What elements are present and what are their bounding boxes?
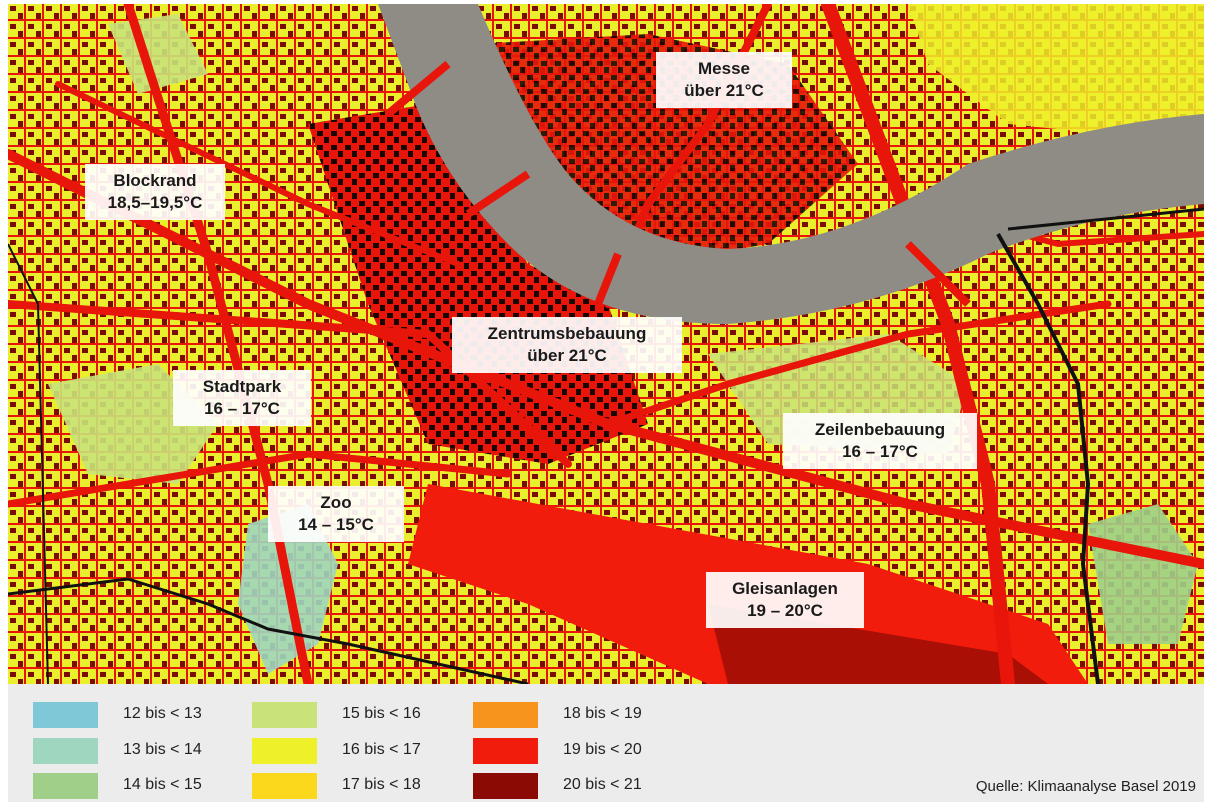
legend-swatch (33, 773, 98, 799)
label-zeilen-temp: 16 – 17°C (842, 442, 918, 461)
label-stadtpark: Stadtpark 16 – 17°C (173, 370, 311, 426)
label-zoo-title: Zoo (320, 493, 352, 512)
bridges (385, 60, 971, 307)
label-zoo: Zoo 14 – 15°C (268, 486, 404, 542)
heat-map: Messe über 21°C Blockrand 18,5–19,5°C Ze… (8, 4, 1204, 684)
legend-swatch (473, 702, 538, 728)
boundaries (8, 207, 1204, 684)
label-messe-title: Messe (698, 59, 750, 78)
map-figure: Messe über 21°C Blockrand 18,5–19,5°C Ze… (8, 4, 1204, 802)
label-zentrum-temp: über 21°C (527, 346, 607, 365)
legend-swatch (33, 738, 98, 764)
label-zoo-temp: 14 – 15°C (298, 515, 374, 534)
legend-swatch (252, 702, 317, 728)
label-blockrand-title: Blockrand (113, 171, 197, 190)
legend-label: 17 bis < 18 (342, 776, 421, 793)
legend-label: 15 bis < 16 (342, 705, 421, 722)
label-zeilen-title: Zeilenbebauung (814, 420, 946, 439)
legend-label: 19 bis < 20 (563, 741, 642, 758)
legend-label: 13 bis < 14 (123, 741, 202, 758)
legend-swatch (252, 738, 317, 764)
legend-swatch (473, 773, 538, 799)
label-stadtpark-title: Stadtpark (202, 377, 282, 396)
label-gleis-temp: 19 – 20°C (747, 601, 823, 620)
dense-centre (308, 104, 648, 464)
river (378, 4, 1204, 324)
legend: 12 bis < 13 13 bis < 14 14 bis < 15 15 b… (8, 684, 1204, 802)
legend-swatch (33, 702, 98, 728)
label-gleis-title: Gleisanlagen (732, 579, 838, 598)
green-south-east (1088, 504, 1198, 644)
label-stadtpark-temp: 16 – 17°C (204, 399, 280, 418)
label-blockrand-temp: 18,5–19,5°C (107, 193, 203, 212)
label-blockrand: Blockrand 18,5–19,5°C (85, 164, 225, 220)
legend-label: 20 bis < 21 (563, 776, 642, 793)
legend-swatch (473, 738, 538, 764)
label-zentrum-title: Zentrumsbebauung (487, 324, 647, 343)
green-north-east (908, 4, 1204, 144)
legend-label: 18 bis < 19 (563, 705, 642, 722)
legend-label: 14 bis < 15 (123, 776, 202, 793)
label-zeilen: Zeilenbebauung 16 – 17°C (783, 413, 977, 469)
label-messe-temp: über 21°C (684, 81, 764, 100)
label-messe: Messe über 21°C (656, 52, 792, 108)
source-credit: Quelle: Klimaanalyse Basel 2019 (975, 778, 1196, 795)
legend-label: 16 bis < 17 (342, 741, 421, 758)
label-zentrum: Zentrumsbebauung über 21°C (452, 317, 682, 373)
map-graphic (8, 4, 1204, 684)
legend-swatch (252, 773, 317, 799)
label-gleis: Gleisanlagen 19 – 20°C (706, 572, 864, 628)
legend-label: 12 bis < 13 (123, 705, 202, 722)
